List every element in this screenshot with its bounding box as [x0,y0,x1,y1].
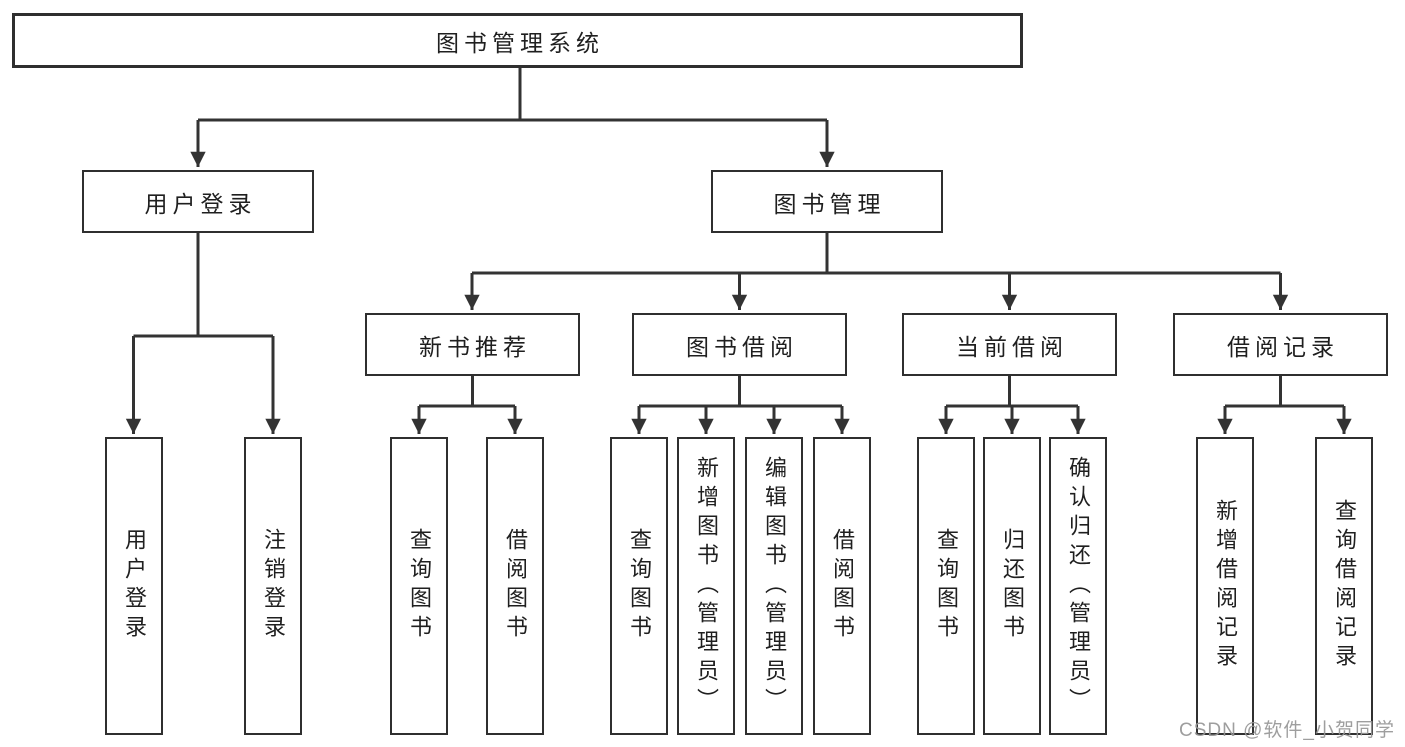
leaf-borrow-query-books: 查询图书 [610,437,668,735]
leaf-user-login: 用户登录 [105,437,163,735]
leaf-return-book: 归还图书 [983,437,1041,735]
node-new-book-recommend: 新书推荐 [365,313,580,376]
leaf-query-borrow-record: 查询借阅记录 [1315,437,1373,735]
leaf-edit-book-admin: 编辑图书（管理员） [745,437,803,735]
arrow-connectors [125,120,1352,434]
leaf-add-borrow-record: 新增借阅记录 [1196,437,1254,735]
branch-rails [133,68,1344,408]
node-current-borrow: 当前借阅 [902,313,1117,376]
watermark-text: CSDN @软件_小贺同学 [1179,720,1395,741]
leaf-logout: 注销登录 [244,437,302,735]
leaf-current-query-books: 查询图书 [917,437,975,735]
leaf-newbooks-borrow-books: 借阅图书 [486,437,544,735]
node-user-login: 用户登录 [82,170,314,233]
leaf-confirm-return-admin: 确认归还（管理员） [1049,437,1107,735]
leaf-newbooks-query-books: 查询图书 [390,437,448,735]
node-root-system: 图书管理系统 [12,13,1023,68]
leaf-add-book-admin: 新增图书（管理员） [677,437,735,735]
node-borrow-records: 借阅记录 [1173,313,1388,376]
node-book-management: 图书管理 [711,170,943,233]
node-book-borrow: 图书借阅 [632,313,847,376]
leaf-borrow-borrow-books: 借阅图书 [813,437,871,735]
